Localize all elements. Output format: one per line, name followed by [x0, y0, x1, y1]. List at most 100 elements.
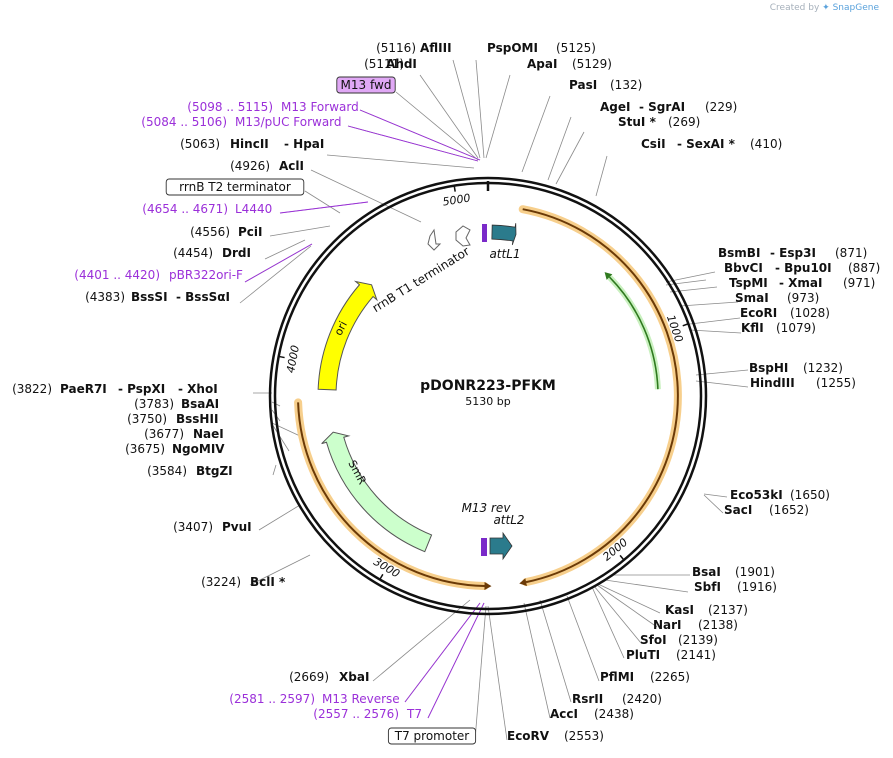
tick-label: 5000	[442, 191, 472, 208]
enzyme-name: PaeR7I	[60, 382, 107, 396]
orf-inner-arrowhead	[604, 272, 613, 280]
enzyme-name: AhdI	[386, 57, 417, 71]
leader-line	[474, 605, 487, 741]
boxed-label-frame	[165, 178, 305, 196]
leader-line	[596, 584, 658, 628]
enzyme-name: StuI *	[618, 115, 657, 129]
enzyme-name: - Esp3I	[770, 246, 816, 260]
leader-line	[452, 59, 481, 159]
site-position: (3675)	[125, 442, 165, 456]
enzyme-name: BsmBI	[718, 246, 760, 260]
leader-line	[487, 605, 508, 741]
enzyme-name: NarI	[653, 618, 682, 632]
rrnb-t1-terminator-arrow	[455, 225, 471, 247]
leader-line	[395, 91, 479, 161]
leader-line	[249, 554, 311, 586]
enzyme-name: NgoMIV	[172, 442, 225, 456]
tick-mark	[453, 185, 456, 192]
site-position: (2141)	[676, 648, 716, 662]
leader-line	[269, 225, 331, 237]
site-position: (1901)	[735, 565, 775, 579]
site-position: (4926)	[230, 159, 270, 173]
tick-mark	[682, 323, 689, 327]
enzyme-name: KflI	[741, 321, 764, 335]
site-position: (5116)	[376, 41, 416, 55]
snapgene-logo-icon: ✦	[822, 3, 830, 13]
enzyme-name: BsaI	[692, 565, 721, 579]
enzyme-name: SfoI	[640, 633, 667, 647]
plasmid-name: pDONR223-PFKM	[420, 378, 556, 394]
boxed-label-frame	[387, 727, 477, 745]
tick-label: 4000	[284, 344, 302, 374]
leader-line	[593, 585, 642, 644]
feature-box-label: rrnB T2 terminator	[179, 180, 291, 194]
attl2-feature-arrow	[489, 531, 513, 561]
site-position: (4454)	[173, 246, 213, 260]
credit-brand: SnapGene	[832, 3, 879, 13]
feature-box-label: T7 promoter	[394, 729, 470, 743]
enzyme-name: BspHI	[749, 361, 788, 375]
leader-line	[475, 59, 485, 159]
site-position: (1255)	[816, 376, 856, 390]
enzyme-name: XbaI	[339, 670, 369, 684]
site-position: (5125)	[556, 41, 596, 55]
site-position: (3677)	[144, 427, 184, 441]
orf-arc	[522, 208, 679, 584]
plasmid-size: 5130 bp	[465, 395, 510, 408]
feature-box-label: M13 fwd	[341, 78, 392, 92]
primer-label: (2581 .. 2597)	[229, 692, 315, 706]
site-position: (2420)	[622, 692, 662, 706]
enzyme-name: PvuI	[222, 520, 252, 534]
snapgene-credit: Created by ✦ SnapGene	[770, 3, 879, 13]
enzyme-name: SmaI	[735, 291, 769, 305]
tick-mark	[278, 355, 285, 359]
leader-line	[595, 155, 608, 197]
site-position: (1232)	[803, 361, 843, 375]
enzyme-name: PspOMI	[487, 41, 538, 55]
primer-label: (2557 .. 2576)	[313, 707, 399, 721]
leader-line	[539, 599, 572, 703]
enzyme-name: RsrII	[572, 692, 603, 706]
leader-line	[239, 245, 312, 304]
enzyme-name: - XmaI	[779, 276, 822, 290]
leader-line	[597, 583, 661, 614]
leader-line	[547, 116, 572, 181]
primer-label: M13/pUC Forward	[235, 115, 342, 129]
leader-line	[258, 504, 301, 531]
site-position: (2438)	[594, 707, 634, 721]
enzyme-name: NaeI	[193, 427, 224, 441]
backbone-outer-strand	[268, 176, 708, 616]
enzyme-name: BtgZI	[196, 464, 233, 478]
enzyme-name: HindIII	[750, 376, 795, 390]
enzyme-name: - XhoI	[178, 382, 218, 396]
leader-line	[665, 279, 707, 286]
site-leader-lines	[239, 59, 749, 741]
enzyme-name: SbfI	[694, 580, 721, 594]
primer-leader-line	[244, 243, 313, 283]
enzyme-name: - HpaI	[284, 137, 324, 151]
enzyme-name: - Bpu10I	[775, 261, 832, 275]
smr-feature-arrow	[321, 431, 433, 553]
site-position: (1028)	[790, 306, 830, 320]
enzyme-name: EcoRI	[740, 306, 777, 320]
site-position: (410)	[750, 137, 782, 151]
feature-label: attL2	[493, 513, 524, 527]
leader-line	[679, 301, 739, 307]
site-position: (871)	[835, 246, 867, 260]
site-position: (5063)	[180, 137, 220, 151]
enzyme-name: - PspXI	[118, 382, 165, 396]
primer-leader-line	[404, 602, 481, 703]
enzyme-name: CsiI	[641, 137, 666, 151]
site-position: (3783)	[134, 397, 174, 411]
primer-label: (5084 .. 5106)	[141, 115, 227, 129]
site-position: (1650)	[790, 488, 830, 502]
site-position: (2137)	[708, 603, 748, 617]
orf-arc	[297, 402, 485, 587]
enzyme-name: TspMI	[729, 276, 768, 290]
m13-fwd-feature	[482, 224, 487, 242]
site-position: (132)	[610, 78, 642, 92]
site-position: (887)	[848, 261, 880, 275]
primer-label: (4401 .. 4420)	[74, 268, 160, 282]
rrnb-t2-terminator-arrow	[427, 228, 442, 251]
